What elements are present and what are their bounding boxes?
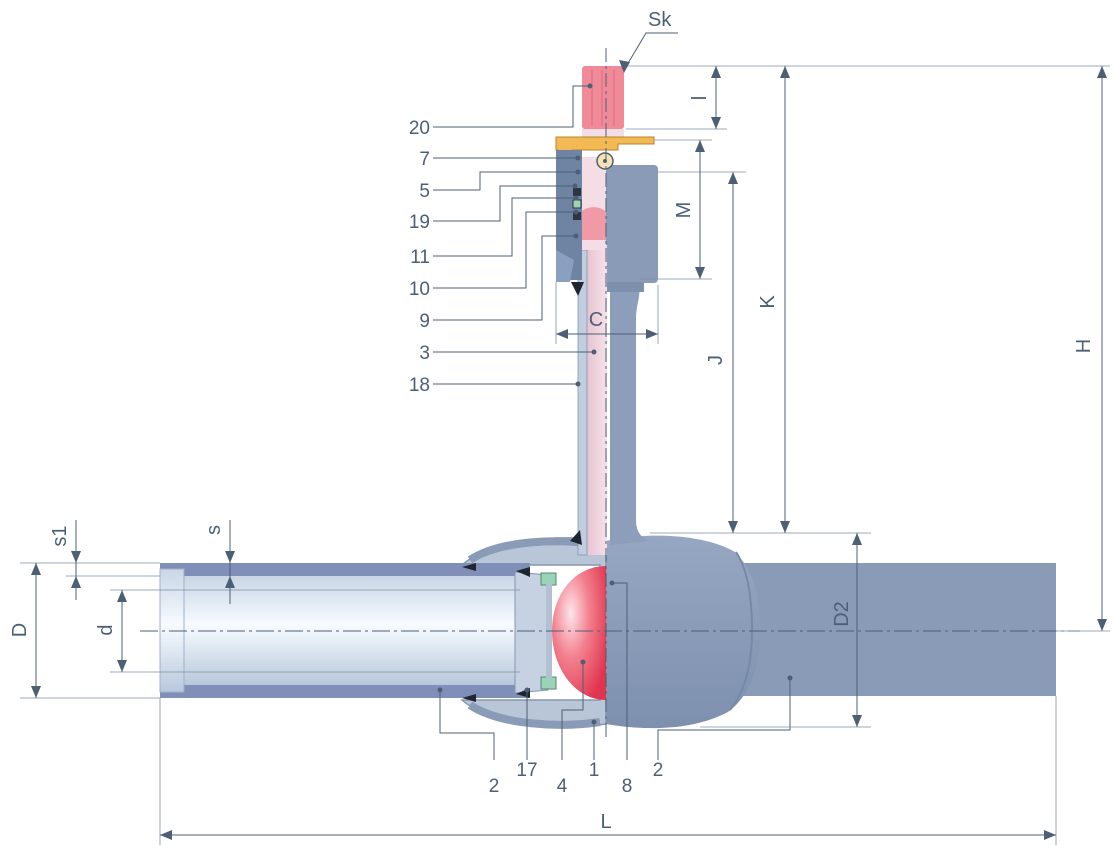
dimension-labels: Sk l M C J K H s1 s D d D2 L <box>9 9 1095 833</box>
dim-label-k: K <box>757 295 779 309</box>
dim-label-sk: Sk <box>648 9 672 31</box>
label-part-10: 10 <box>409 279 430 300</box>
label-part-20: 20 <box>409 118 430 139</box>
section-view <box>159 66 655 729</box>
dim-label-d-inner: d <box>95 624 117 635</box>
label-part-8: 8 <box>622 776 633 797</box>
part-leaders <box>433 83 793 760</box>
valve-body <box>604 165 1056 729</box>
left-pipe-wall-bottom <box>160 685 530 698</box>
seat-seal-top <box>540 572 557 586</box>
dim-label-j: J <box>705 355 727 365</box>
dim-label-c: C <box>589 309 603 331</box>
upper-housing <box>604 165 658 283</box>
body-sphere-right <box>606 535 760 729</box>
label-part-11: 11 <box>410 247 430 268</box>
left-pipe-wall-top <box>160 563 530 576</box>
label-part-4: 4 <box>557 776 568 797</box>
stem-key <box>582 66 624 129</box>
dim-label-s1: s1 <box>49 525 71 546</box>
part-number-labels: 20 7 5 19 11 10 9 3 18 2 17 4 1 8 2 <box>409 118 663 797</box>
label-part-2-right: 2 <box>653 760 664 781</box>
label-part-5: 5 <box>419 181 430 202</box>
ball <box>552 566 606 700</box>
label-part-3: 3 <box>419 343 430 364</box>
label-part-7: 7 <box>419 149 430 170</box>
label-part-2-left: 2 <box>489 776 500 797</box>
label-part-19: 19 <box>409 212 430 233</box>
right-pipe <box>742 563 1056 696</box>
stem-tube <box>610 282 650 545</box>
dim-label-d2: D2 <box>831 601 853 627</box>
label-part-17: 17 <box>516 760 537 781</box>
dim-label-s: s <box>203 525 225 535</box>
dim-label-h: H <box>1073 339 1095 353</box>
label-part-1: 1 <box>589 760 600 781</box>
label-part-9: 9 <box>419 311 430 332</box>
seat-seal-bottom <box>540 676 557 690</box>
dim-label-m: M <box>673 202 695 219</box>
dim-label-length: L <box>600 811 611 833</box>
dim-label-l: l <box>689 96 711 100</box>
centre-lines <box>140 48 1080 740</box>
dimension-lines <box>20 32 1110 845</box>
label-part-18: 18 <box>409 375 430 396</box>
dim-label-d-outer: D <box>9 623 31 637</box>
stem <box>587 245 607 555</box>
